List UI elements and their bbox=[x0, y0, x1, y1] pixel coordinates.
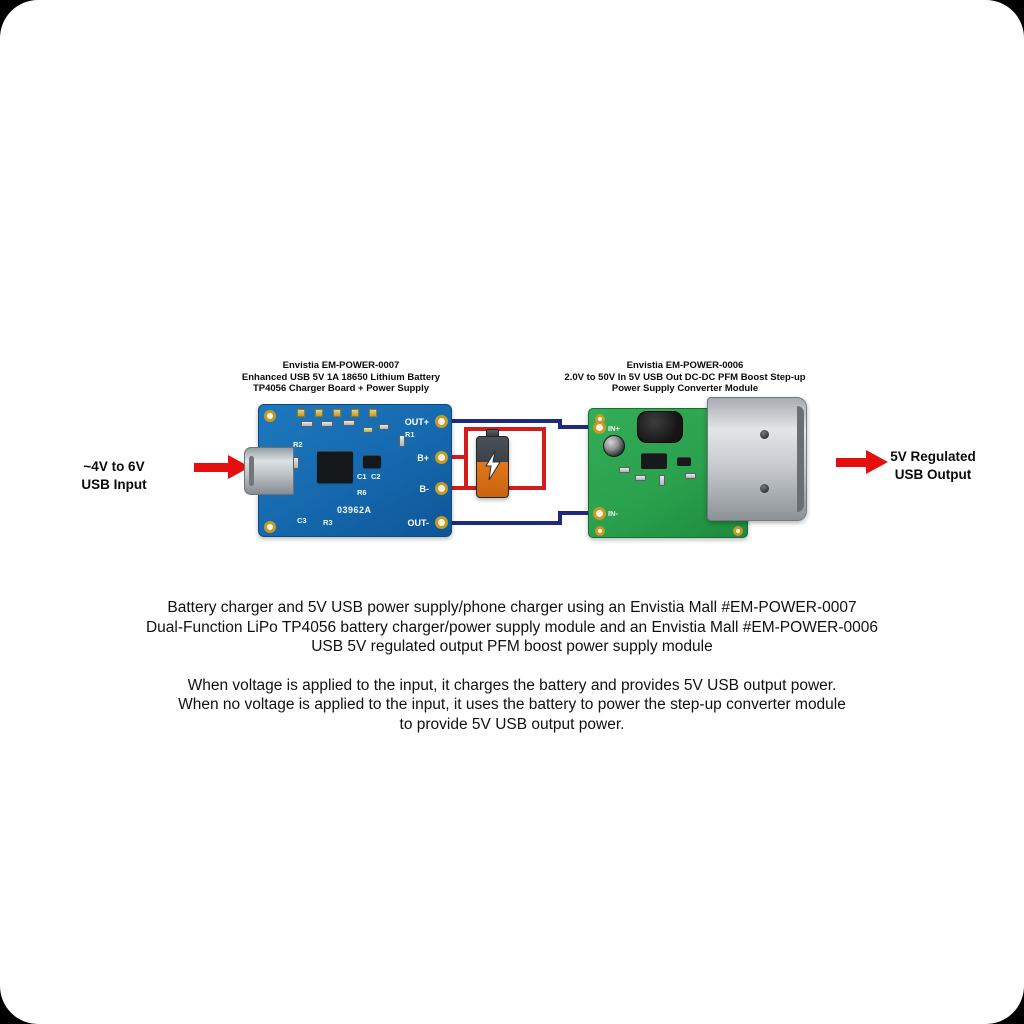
description-paragraph-1: Battery charger and 5V USB power supply/… bbox=[0, 598, 1024, 657]
description-line: to provide 5V USB output power. bbox=[399, 715, 625, 733]
board-part-number: 03962A bbox=[337, 505, 372, 515]
smd-component bbox=[379, 424, 389, 430]
boost-module-caption: Envistia EM-POWER-0006 2.0V to 50V In 5V… bbox=[548, 360, 822, 395]
smd-component bbox=[619, 467, 630, 473]
caption-line: Power Supply Converter Module bbox=[611, 383, 759, 394]
input-label-line: ~4V to 6V bbox=[83, 459, 145, 474]
connector-dimple bbox=[760, 484, 769, 493]
description-line: Battery charger and 5V USB power supply/… bbox=[167, 599, 857, 616]
smd-component bbox=[685, 473, 696, 479]
silkscreen-label: C1 bbox=[357, 472, 367, 481]
wire-out-plus-to-in-plus bbox=[441, 419, 598, 429]
output-label-line: 5V Regulated bbox=[890, 449, 976, 464]
diode-component bbox=[677, 457, 691, 466]
micro-usb-connector bbox=[244, 447, 294, 495]
mounting-hole bbox=[733, 526, 743, 536]
description-line: USB 5V regulated output PFM boost power … bbox=[311, 638, 713, 655]
pad-b-minus bbox=[435, 482, 448, 495]
pad-label-out-plus: OUT+ bbox=[404, 417, 429, 427]
protection-chip bbox=[363, 455, 381, 468]
solder-pad bbox=[369, 409, 377, 417]
pad-label-out-minus: OUT- bbox=[407, 518, 430, 528]
boost-ic bbox=[641, 453, 667, 469]
mounting-hole bbox=[264, 521, 276, 533]
lightning-bolt-icon bbox=[485, 451, 501, 481]
pad-in-minus bbox=[593, 507, 606, 520]
solder-pad bbox=[315, 409, 323, 417]
boost-converter-board: IN+ IN- bbox=[588, 397, 807, 538]
silkscreen-label: C2 bbox=[371, 472, 381, 481]
smd-component bbox=[301, 421, 313, 427]
battery-icon bbox=[476, 436, 509, 498]
input-arrow bbox=[194, 455, 250, 479]
electrolytic-capacitor bbox=[603, 435, 625, 457]
tp4056-charger-board: OUT+ B+ B- OUT- R2 R1 C1 C2 R6 C3 R3 bbox=[244, 404, 452, 537]
tp4056-chip bbox=[317, 451, 353, 483]
wire-out-minus-to-in-minus bbox=[441, 511, 598, 525]
pad-out-plus bbox=[435, 415, 448, 428]
silkscreen-label: C3 bbox=[297, 516, 307, 525]
mounting-hole bbox=[264, 410, 276, 422]
solder-pad bbox=[333, 409, 341, 417]
usb-a-connector bbox=[707, 397, 807, 521]
smd-component bbox=[321, 421, 333, 427]
pad-b-plus bbox=[435, 451, 448, 464]
caption-line: Envistia EM-POWER-0006 bbox=[626, 360, 744, 371]
mounting-hole bbox=[595, 526, 605, 536]
smd-component bbox=[399, 435, 405, 447]
smd-component bbox=[343, 420, 355, 426]
description-paragraph-2: When voltage is applied to the input, it… bbox=[0, 676, 1024, 735]
pad-label-b-minus: B- bbox=[419, 484, 430, 494]
caption-line: Envistia EM-POWER-0007 bbox=[282, 360, 400, 371]
caption-line: TP4056 Charger Board + Power Supply bbox=[252, 383, 430, 394]
input-voltage-label: ~4V to 6V USB Input bbox=[52, 458, 176, 494]
silkscreen-label: R2 bbox=[293, 440, 303, 449]
silkscreen-label: R3 bbox=[323, 518, 333, 527]
output-label-line: USB Output bbox=[894, 467, 972, 482]
solder-pad bbox=[351, 409, 359, 417]
smd-component bbox=[635, 475, 646, 481]
caption-line: Enhanced USB 5V 1A 18650 Lithium Battery bbox=[241, 371, 441, 383]
connector-dimple bbox=[760, 430, 769, 439]
pad-label-in-plus: IN+ bbox=[608, 424, 620, 433]
pad-in-plus bbox=[593, 421, 606, 434]
description-line: When no voltage is applied to the input,… bbox=[178, 696, 846, 713]
description-line: Dual-Function LiPo TP4056 battery charge… bbox=[145, 618, 879, 636]
pad-label-b-plus: B+ bbox=[417, 453, 429, 463]
description-text: Battery charger and 5V USB power supply/… bbox=[0, 598, 1024, 734]
led-component bbox=[363, 427, 373, 433]
description-line: When voltage is applied to the input, it… bbox=[187, 676, 837, 694]
pad-out-minus bbox=[435, 516, 448, 529]
inductor-component bbox=[637, 411, 683, 443]
charger-module-caption: Envistia EM-POWER-0007 Enhanced USB 5V 1… bbox=[232, 360, 450, 395]
caption-line: 2.0V to 50V In 5V USB Out DC-DC PFM Boos… bbox=[564, 371, 806, 383]
pad-label-in-minus: IN- bbox=[608, 509, 618, 518]
silkscreen-label: R1 bbox=[405, 430, 415, 439]
output-voltage-label: 5V Regulated USB Output bbox=[878, 448, 988, 484]
smd-component bbox=[659, 475, 665, 486]
smd-component bbox=[293, 457, 299, 469]
solder-pad bbox=[297, 409, 305, 417]
silkscreen-label: R6 bbox=[357, 488, 367, 497]
input-label-line: USB Input bbox=[81, 477, 147, 492]
